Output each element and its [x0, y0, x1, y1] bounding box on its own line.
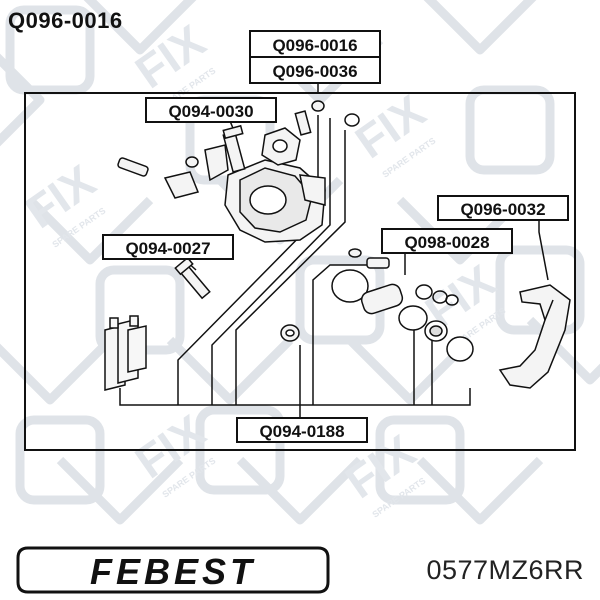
- callout-boot-label: Q094-0188: [259, 422, 344, 441]
- callout-kit-b: Q096-0036: [249, 56, 381, 84]
- callout-pin-lower: Q094-0027: [102, 234, 234, 260]
- callout-boot: Q094-0188: [236, 417, 368, 443]
- brake-pads: [104, 315, 147, 391]
- diagram-frame: [24, 92, 576, 451]
- callout-kit-a-label: Q096-0016: [272, 36, 357, 55]
- callout-piston-kit: Q098-0028: [381, 228, 513, 254]
- callout-piston-kit-label: Q098-0028: [404, 233, 489, 252]
- oem-code: 0577MZ6RR: [426, 555, 584, 585]
- callout-pin-upper-label: Q094-0030: [168, 102, 253, 121]
- guide-pin-upper: [222, 124, 246, 173]
- callout-kit-a: Q096-0016: [249, 30, 381, 58]
- febest-logo-text: FEBEST: [90, 551, 256, 592]
- piston-assembly: [331, 248, 474, 362]
- page-title: Q096-0016: [8, 8, 123, 33]
- callout-bracket: Q096-0032: [437, 195, 569, 221]
- callout-pin-lower-label: Q094-0027: [125, 239, 210, 258]
- guide-pin-lower: [174, 256, 211, 300]
- small-hardware: [117, 100, 360, 342]
- watermark-brand: FIX: [16, 154, 105, 238]
- watermark-wordmarks: FIX FIX FIX FIX FIX FIX SPARE PARTS SPAR…: [16, 14, 508, 519]
- watermark-brand: FIX: [126, 14, 215, 98]
- caliper-body: [224, 127, 326, 243]
- caliper-bracket: [498, 284, 571, 389]
- leader-lines: [119, 83, 549, 418]
- callout-kit-b-label: Q096-0036: [272, 62, 357, 81]
- watermark-brand: FIX: [346, 84, 435, 168]
- febest-logo: FEBEST: [16, 546, 330, 594]
- callout-pin-upper: Q094-0030: [145, 97, 277, 123]
- callout-bracket-label: Q096-0032: [460, 200, 545, 219]
